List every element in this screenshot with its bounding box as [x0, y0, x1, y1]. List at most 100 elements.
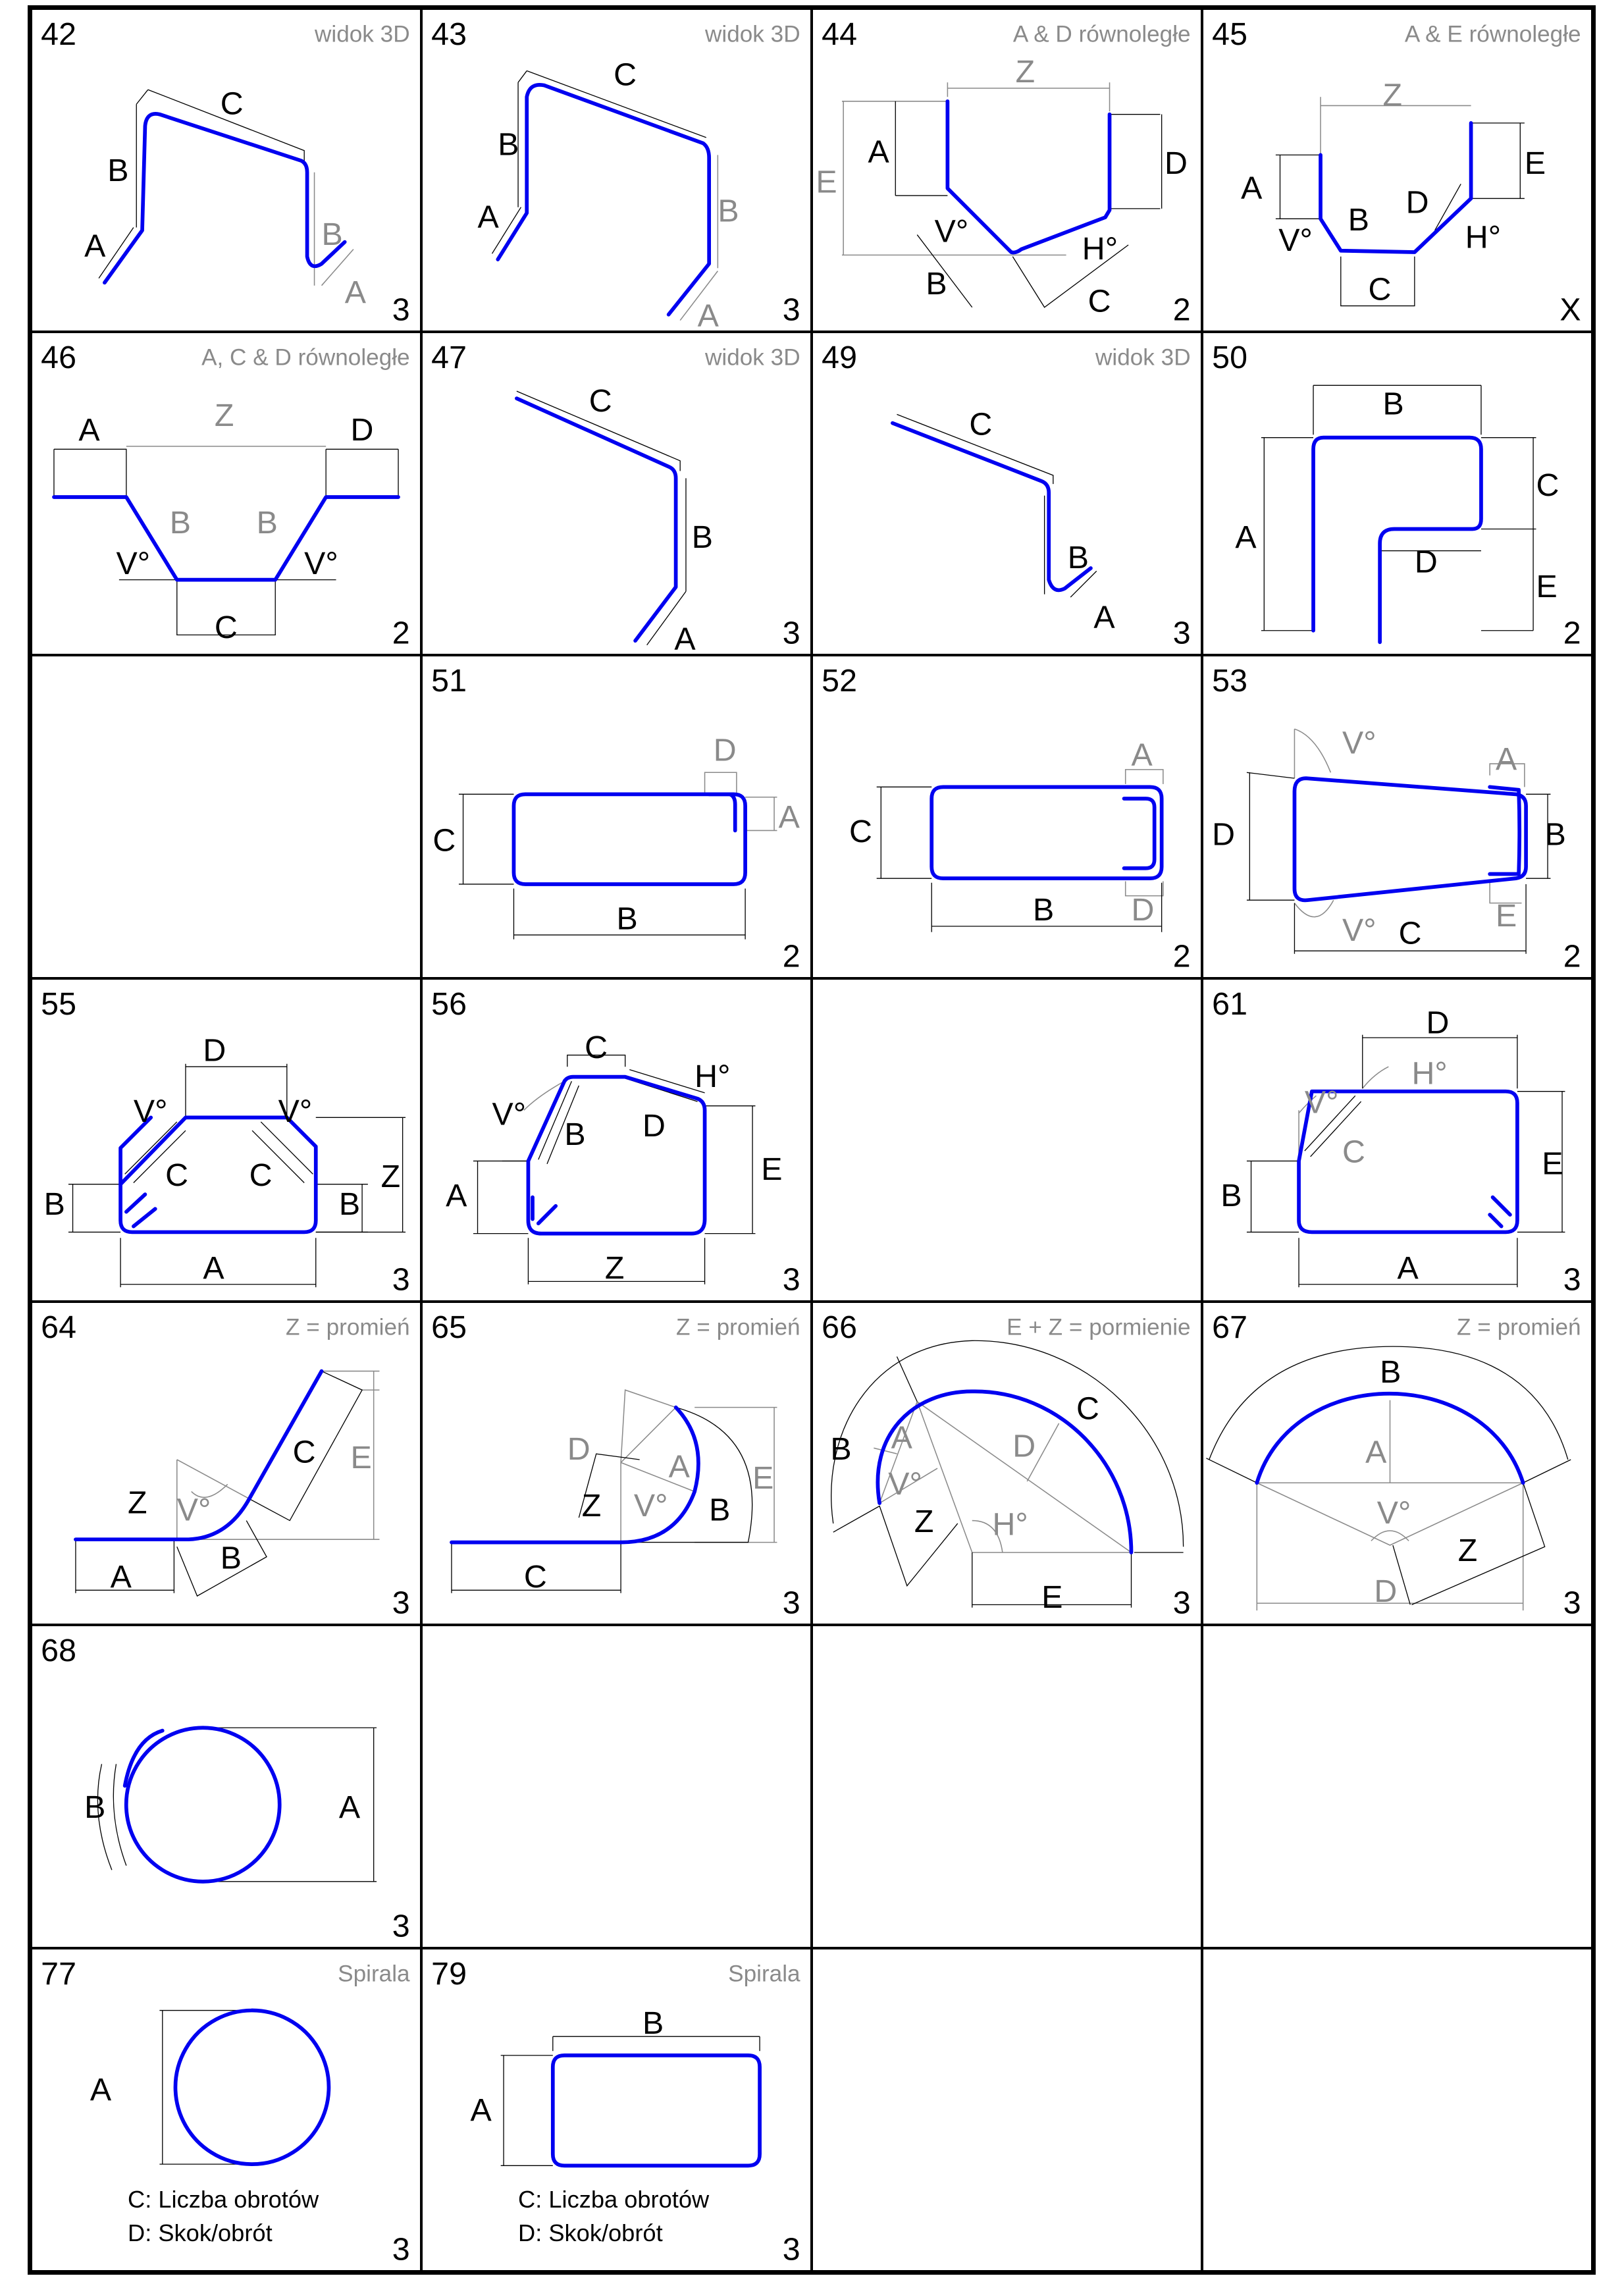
dimension-line	[1206, 1458, 1257, 1483]
dimension-line	[113, 1764, 127, 1866]
dimension-line	[176, 1459, 250, 1500]
dimension-label: C	[1399, 915, 1422, 951]
catalog-cell-empty	[812, 1625, 1202, 1948]
shape-number: 77	[41, 1956, 76, 1992]
shape-count: 3	[392, 292, 410, 328]
dimension-label: B	[170, 505, 191, 541]
shape-count: 3	[1173, 616, 1191, 651]
dimension-label: B	[1033, 892, 1054, 928]
dimension-line	[1310, 1101, 1362, 1157]
shape-number: 56	[431, 986, 467, 1022]
dimension-line	[567, 1054, 626, 1067]
shape-count: 2	[1563, 616, 1581, 651]
dimension-label: B	[692, 519, 713, 555]
shape-count: 3	[783, 1585, 800, 1621]
shape-count: 2	[392, 616, 410, 651]
dimension-label: B	[564, 1117, 585, 1152]
dimension-line	[578, 1453, 640, 1518]
shape-number: 53	[1212, 663, 1247, 699]
dimension-label: A	[1235, 519, 1257, 555]
dimension-label: V°	[634, 1488, 668, 1523]
dimension-label: B	[107, 153, 128, 188]
bent-shape-outline	[707, 792, 737, 833]
dimension-label: V°	[1342, 726, 1376, 761]
dimension-label: C	[165, 1157, 188, 1193]
dimension-line	[1294, 728, 1332, 773]
dimension-label: Z	[582, 1488, 602, 1523]
shape-number: 46	[41, 340, 76, 375]
dimension-line	[1489, 880, 1522, 904]
dimension-label: Z	[1016, 54, 1035, 90]
dimension-line	[546, 1085, 579, 1165]
dimension-label: C	[524, 1559, 547, 1595]
dimension-label: H°	[1465, 219, 1501, 255]
dimension-label: C	[249, 1157, 273, 1193]
shape-count: 3	[1173, 1585, 1191, 1621]
dimension-label: C	[589, 383, 612, 419]
shape-count: 2	[1173, 939, 1191, 974]
dimension-label: D	[1132, 892, 1155, 928]
dimension-label: V°	[1342, 913, 1376, 948]
shape-note: widok 3D	[314, 21, 410, 47]
dimension-label: D	[1415, 544, 1438, 580]
bent-shape-outline	[103, 112, 347, 285]
bent-shape-outline	[52, 495, 400, 582]
dimension-line	[97, 1764, 113, 1870]
dimension-label: V°	[278, 1094, 313, 1129]
shape-number: 44	[822, 16, 857, 52]
bent-shape-outline	[1488, 785, 1522, 876]
dimension-label: D	[1374, 1574, 1397, 1609]
bent-shape-outline	[536, 1204, 558, 1226]
bent-shape-outline	[891, 421, 1093, 593]
dimension-label: A	[78, 412, 100, 448]
dimension-label: A	[669, 1448, 691, 1484]
bent-shape-outline	[74, 1369, 324, 1542]
dimension-line	[622, 1407, 753, 1543]
dimension-line	[1026, 1423, 1060, 1482]
dimension-label: Z	[1383, 77, 1403, 113]
bent-shape-outline	[550, 2053, 762, 2168]
bent-shape-outline	[118, 1115, 318, 1234]
dimension-label: Z	[605, 1250, 625, 1286]
dimension-label: C	[1342, 1134, 1365, 1170]
dimension-line	[972, 1520, 1003, 1553]
dimension-label: D	[1165, 146, 1188, 181]
dimension-label: Z	[215, 398, 234, 433]
dimension-label: B	[1383, 386, 1404, 421]
pitch-note: D: Skok/obrót	[518, 2219, 663, 2246]
dimension-line	[176, 1520, 267, 1597]
shape-count: 2	[1173, 292, 1191, 328]
dimension-line	[704, 772, 737, 795]
bent-shape-outline	[173, 2008, 331, 2166]
dimension-line	[620, 1407, 677, 1543]
dimension-label: B	[322, 217, 343, 252]
dimension-line	[260, 1121, 313, 1175]
